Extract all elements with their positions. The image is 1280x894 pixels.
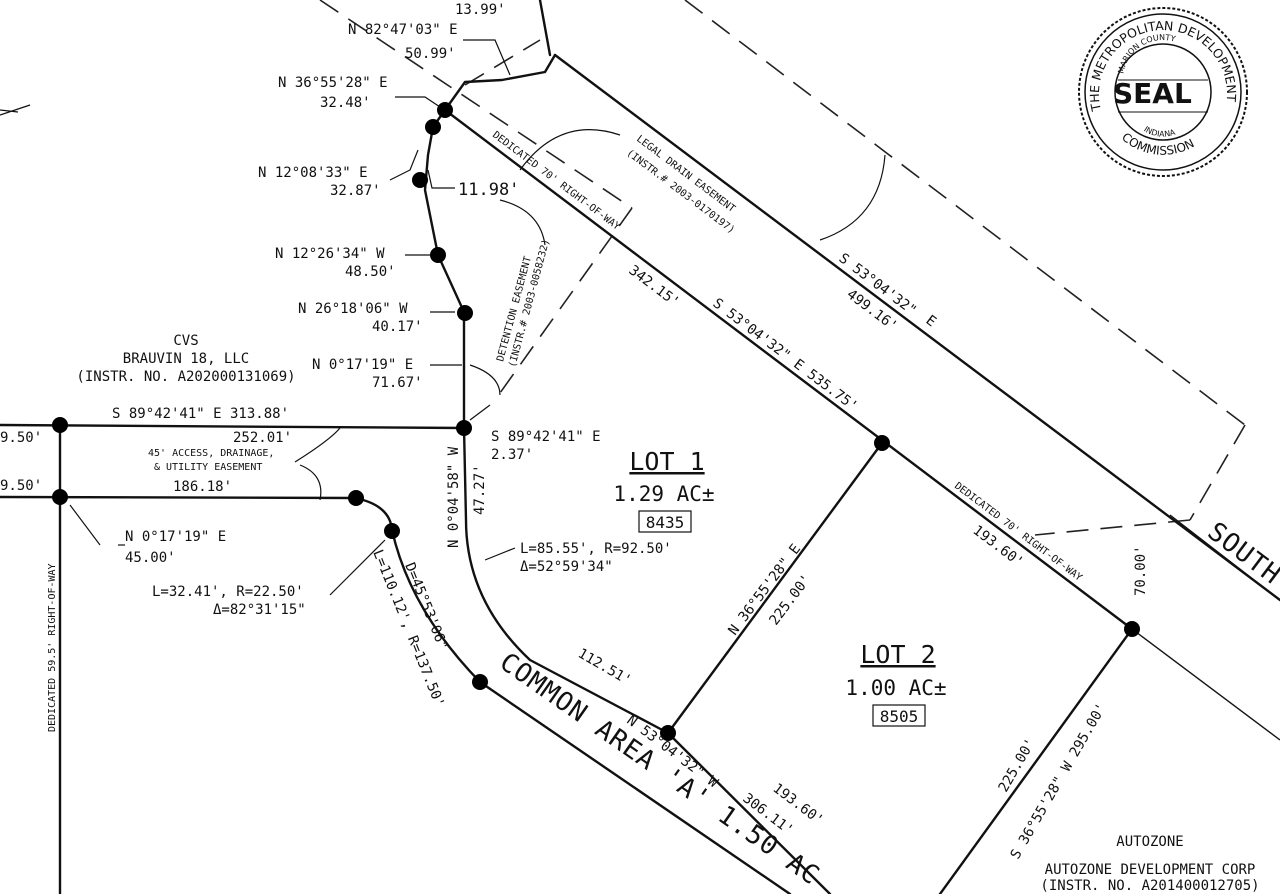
south-street-label: SOUTH — [1202, 517, 1280, 591]
lot-2-name: LOT 2 — [860, 640, 935, 669]
label-b6-dist: 40.17' — [372, 319, 423, 335]
label-r-dist: 2.37' — [491, 447, 533, 463]
autozone-name: AUTOZONE — [1116, 834, 1183, 850]
label-b5-brg: N 12°26'34" W — [275, 246, 385, 262]
lot-1-area: 1.29 AC± — [613, 482, 714, 506]
label-342: 342.15' — [626, 262, 683, 310]
lot-2-number: 8505 — [880, 707, 919, 726]
lot-2-area: 1.00 AC± — [845, 676, 946, 700]
autozone-instr: (INSTR. NO. A201400012705) — [1040, 878, 1259, 894]
label-b6-brg: N 26°18'06" W — [298, 301, 408, 317]
lot-1: LOT 1 1.29 AC± 8435 — [613, 447, 715, 533]
label-curve2-b: Δ=82°31'15" — [213, 602, 306, 618]
access-easement-2: & UTILITY EASEMENT — [154, 462, 262, 473]
common-area-label: COMMON AREA 'A' 1.50 AC — [494, 647, 825, 891]
leader-lines — [69, 39, 886, 596]
label-v-dist: 47.27' — [472, 464, 488, 515]
access-easement-1: 45' ACCESS, DRAINAGE, — [148, 448, 274, 459]
label-rt-70: 70.00' — [1133, 545, 1149, 596]
row-59: DEDICATED 59.5' RIGHT-OF-WAY — [47, 563, 58, 732]
seal-center-text: SEAL — [1113, 77, 1192, 110]
label-b4-dist: 32.87' — [330, 183, 381, 199]
label-b2-brg: N 82°47'03" E — [348, 22, 458, 38]
label-v-brg: N 0°04'58" W — [446, 446, 462, 548]
label-mid-sub: 186.18' — [173, 479, 232, 495]
neighbor-labels: CVS BRAUVIN 18, LLC (INSTR. NO. A2020001… — [76, 333, 1259, 894]
label-b1-dist: 13.99' — [455, 2, 506, 18]
autozone-owner: AUTOZONE DEVELOPMENT CORP — [1045, 862, 1256, 878]
label-b7-brg: N 0°17'19" E — [312, 357, 413, 373]
label-b4-brg: N 12°08'33" E — [258, 165, 368, 181]
lot-1-name: LOT 1 — [629, 447, 704, 476]
label-left-a: 9.50' — [0, 430, 42, 446]
label-b5-dist: 48.50' — [345, 264, 396, 280]
label-b2-dist: 50.99' — [405, 46, 456, 62]
cvs-instr: (INSTR. NO. A202000131069) — [76, 369, 295, 385]
commission-seal: THE METROPOLITAN DEVELOPMENT MARION COUN… — [1078, 7, 1248, 177]
survey-points — [52, 102, 1140, 741]
label-499-e: E — [923, 312, 939, 330]
cvs-name: CVS — [173, 333, 198, 349]
cvs-owner: BRAUVIN 18, LLC — [123, 351, 249, 367]
label-curve1-a: L=85.55', R=92.50' — [520, 541, 672, 557]
label-r-brg: S 89°42'41" E — [491, 429, 601, 445]
label-b7-dist: 71.67' — [372, 375, 423, 391]
label-535: S 53°04'32" E 535.75' — [710, 295, 861, 414]
label-b4-extra: 11.98' — [458, 180, 519, 200]
label-w-brg: N 0°17'19" E — [125, 529, 226, 545]
lot-1-number: 8435 — [646, 513, 685, 532]
label-seg-112: 112.51' — [575, 646, 634, 689]
label-top-brg: S 89°42'41" E 313.88' — [112, 406, 289, 422]
lot-2: LOT 2 1.00 AC± 8505 — [845, 640, 947, 727]
label-b3-brg: N 36°55'28" E — [278, 75, 388, 91]
label-curve2-a: L=32.41', R=22.50' — [152, 584, 304, 600]
label-top-sub: 252.01' — [233, 430, 292, 446]
label-w-dist: 45.00' — [125, 550, 176, 566]
label-b3-dist: 32.48' — [320, 95, 371, 111]
label-curve1-b: Δ=52°59'34" — [520, 559, 613, 575]
label-left-b: 9.50' — [0, 478, 42, 494]
dashed-easement-lines — [319, 0, 1246, 536]
